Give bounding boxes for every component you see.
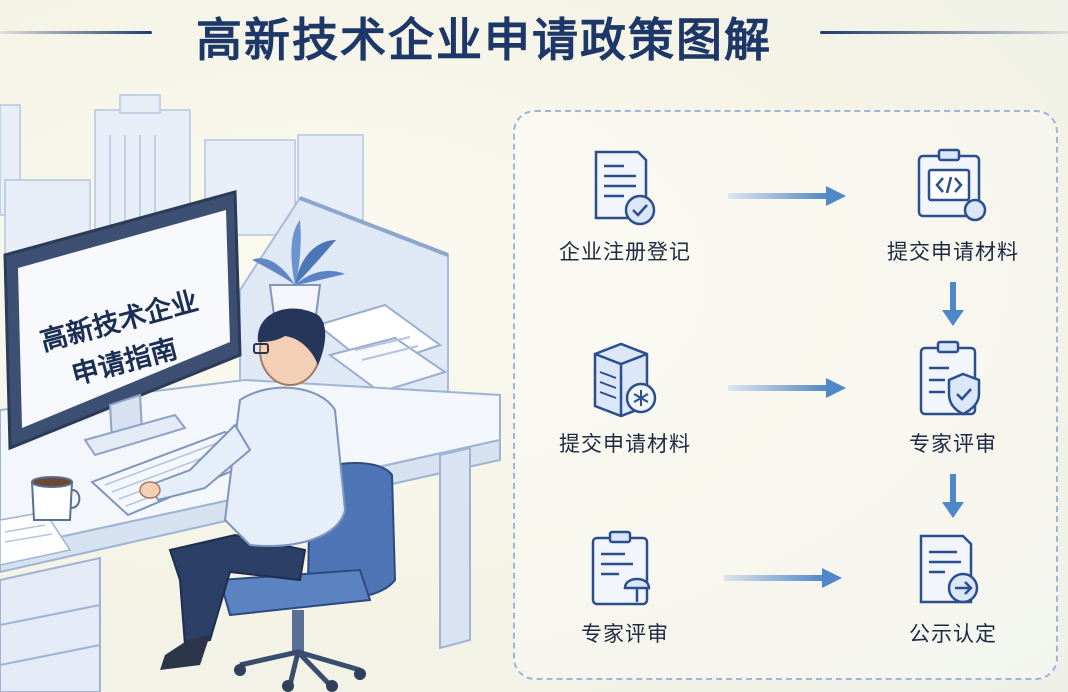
title-bar: 高新技术企业申请政策图解 xyxy=(0,0,1068,72)
document-check-icon xyxy=(594,150,656,226)
arrow-right-1 xyxy=(728,186,846,206)
title-rule-right xyxy=(820,31,1068,34)
desk-papers xyxy=(0,511,72,566)
arrow-right-3 xyxy=(724,568,842,588)
step-expert-review-2: 专家评审 xyxy=(535,530,715,648)
document-arrow-icon xyxy=(919,534,979,604)
arrow-down-2 xyxy=(942,474,964,518)
step-company-registration: 企业注册登记 xyxy=(535,148,715,266)
clipboard-code-icon xyxy=(917,148,987,222)
step-label: 企业注册登记 xyxy=(559,240,691,264)
step-submit-materials-2: 提交申请材料 xyxy=(535,340,715,458)
office-chair xyxy=(218,462,397,692)
step-label: 专家评审 xyxy=(581,622,669,646)
step-public-recognition: 公示认定 xyxy=(863,530,1043,648)
server-stack-icon xyxy=(593,342,657,418)
page-title: 高新技术企业申请政策图解 xyxy=(196,13,772,67)
clipboard-shield-icon xyxy=(919,340,981,416)
paper-stack xyxy=(315,303,448,394)
title-rule-left xyxy=(0,31,152,34)
computer-monitor: 高新技术企业 申请指南 xyxy=(3,190,242,457)
clipboard-umbrella-icon xyxy=(591,530,651,606)
arrow-right-2 xyxy=(728,378,846,398)
step-expert-review: 专家评审 xyxy=(863,340,1043,458)
potted-plant xyxy=(252,220,345,316)
step-submit-materials: 提交申请材料 xyxy=(863,148,1043,266)
office-illustration: 高新技术企业 申请指南 xyxy=(0,94,501,692)
step-label: 公示认定 xyxy=(909,622,997,646)
step-label: 提交申请材料 xyxy=(887,240,1019,264)
coffee-mug xyxy=(30,476,81,521)
step-label: 专家评审 xyxy=(909,432,997,456)
office-worker xyxy=(139,308,347,670)
step-label: 提交申请材料 xyxy=(559,432,691,456)
arrow-down-1 xyxy=(942,282,964,326)
